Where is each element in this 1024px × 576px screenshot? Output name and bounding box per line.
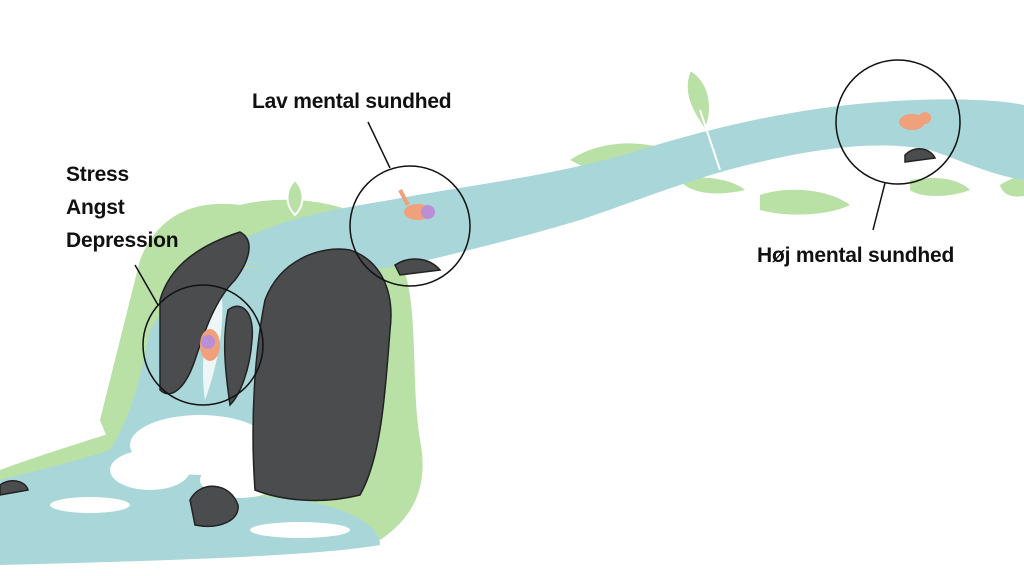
swimmer-low [200, 329, 220, 361]
river [0, 99, 1024, 565]
swimmer-mid [398, 189, 435, 220]
label-low-mental-health: Lav mental sundhed [252, 90, 452, 113]
trees [286, 68, 721, 217]
label-stress: Stress [66, 163, 130, 186]
label-depression: Depression [66, 229, 179, 252]
rocks [0, 148, 937, 527]
label-high-mental-health: Høj mental sundhed [757, 244, 955, 267]
waterfall-foam [50, 270, 350, 538]
label-angst: Angst [66, 196, 125, 219]
callouts [134, 59, 961, 406]
swimmer-high [899, 112, 931, 130]
